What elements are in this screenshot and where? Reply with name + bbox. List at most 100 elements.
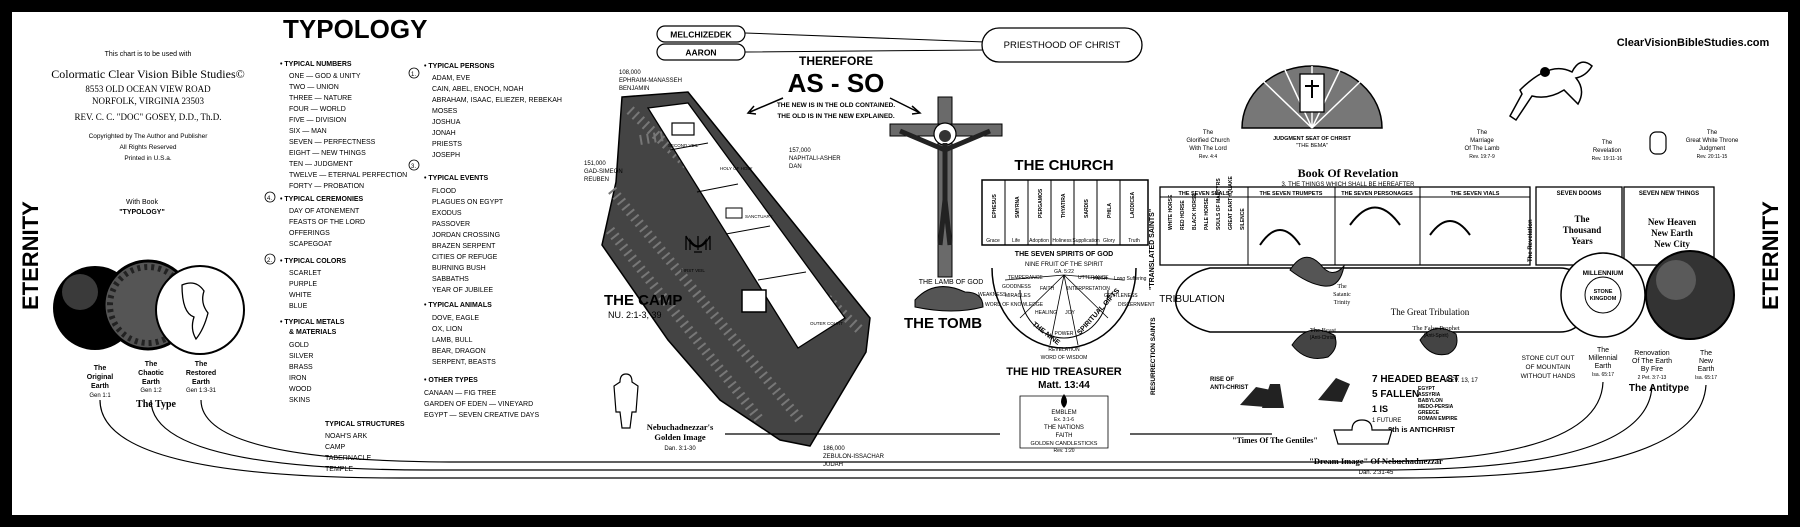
camp-north-count: 108,000 <box>619 70 641 76</box>
is-label: 1 IS <box>1372 404 1388 414</box>
events-item: EXODUS <box>432 210 462 217</box>
arc-restored-to-millennial <box>200 381 1604 463</box>
camp-north-tribes: EPHRAIM-MANASSEH <box>619 78 682 84</box>
publisher-address2: NORFOLK, VIRGINIA 23503 <box>92 96 205 106</box>
white-throne-label: The <box>1707 130 1718 136</box>
events-item: PLAGUES ON EGYPT <box>432 199 504 206</box>
church-name: SMYRNA <box>1015 196 1021 218</box>
tomb-label: THE TOMB <box>904 315 982 332</box>
dream-image-label: "Dream Image" Of Nebuchadnezzar <box>1309 456 1443 466</box>
holy-of-holy-label: HOLY OF HOLY <box>720 166 753 171</box>
marriage-ref: Rev. 19:7-9 <box>1469 154 1495 160</box>
rider-drawing <box>1509 61 1593 122</box>
church-name: PHILA <box>1107 203 1113 218</box>
judgment-seat: JUDGMENT SEAT OF CHRIST "THE BEMA" <box>1241 65 1383 149</box>
fruit-ref: GA. 5:22 <box>1054 269 1074 275</box>
church-name: THYATIRA <box>1061 193 1067 218</box>
gentiles-label: "Times Of The Gentiles" <box>1232 436 1318 445</box>
eternity-left: ETERNITY <box>18 201 43 310</box>
numbers-heading: • TYPICAL NUMBERS <box>280 61 352 68</box>
website-label: ClearVisionBibleStudies.com <box>1617 37 1770 49</box>
candlestick-frame <box>1019 395 1109 449</box>
millennial-earth-label: Millennial <box>1588 355 1618 362</box>
seal-item: GREAT EARTHQUAKE <box>1228 176 1234 230</box>
second-veil-label: SECOND VEIL <box>668 143 699 148</box>
empire-item: ASSYRIA <box>1418 392 1441 398</box>
camp-ref: NU. 2:1-3, 39 <box>608 310 662 320</box>
renovation-ref: 2 Pet. 3:7-13 <box>1638 375 1667 381</box>
arc-chaotic-to-renovation <box>150 384 1653 471</box>
spirit-word: DISCERNMENT <box>1118 302 1155 308</box>
right-words: UTTERANCE FAITH Long Suffering GENTLENES… <box>1067 275 1155 308</box>
events-marker-circle <box>408 159 420 171</box>
headed-beast-label: 7 HEADED BEAST <box>1372 374 1459 385</box>
animals-item: BEAR, DRAGON <box>432 348 486 355</box>
spirit-word: UTTERANCE <box>1078 275 1109 281</box>
millennial-earth-label: The <box>1597 347 1609 354</box>
stone-cut-label: WITHOUT HANDS <box>1521 373 1576 380</box>
structures-item: CAMP <box>325 444 346 451</box>
numbers-item: ONE — GOD & UNITY <box>289 73 361 80</box>
melchizedek-label: MELCHIZEDEK <box>670 30 732 40</box>
dream-image-ref: Dan. 2:31-45 <box>1359 470 1394 476</box>
other-item: GARDEN OF EDEN — VINEYARD <box>424 401 533 408</box>
colors-item: SCARLET <box>289 270 322 277</box>
headed-beast-ref: REV. 13, 17 <box>1446 378 1478 384</box>
spirit-word: FAITH <box>1093 276 1108 282</box>
persons-item: CAIN, ABEL, ENOCH, NOAH <box>432 86 523 93</box>
glorified-church-label: With The Lord <box>1189 146 1227 152</box>
chaotic-earth-ref: Gen 1:2 <box>140 388 162 394</box>
ceremonies-heading: • TYPICAL CEREMONIES <box>280 196 364 203</box>
as-so-arrows <box>746 97 922 115</box>
spirit-word: FAITH <box>1040 286 1055 292</box>
lamb-of-god-label: THE LAMB OF GOD <box>919 279 984 286</box>
seal-item: BLACK HORSE <box>1192 193 1198 230</box>
thousand-label-2: Thousand <box>1563 225 1602 235</box>
metals-heading-2: & MATERIALS <box>289 329 337 336</box>
antitype-caption: The Antitype <box>1629 383 1690 394</box>
spirit-word: INTERPRETATION <box>1067 286 1110 292</box>
golden-image-label-2: Golden Image <box>654 432 705 442</box>
spirit-word: WEAKNESS <box>978 292 1007 298</box>
ceremonies-item: SCAPEGOAT <box>289 241 333 248</box>
faith-label: FAITH <box>1055 433 1072 439</box>
first-veil-label: FIRST VEIL <box>681 268 705 273</box>
resurrection-saints-label: RESURRECTION SAINTS <box>1150 317 1157 395</box>
beasts-row: The Beast (Anti-Christ) The False Prophe… <box>1210 325 1460 408</box>
camp-east-tribe-3: DAN <box>789 164 802 170</box>
new-earth-label: Earth <box>1698 366 1715 373</box>
beast-label: The Beast <box>1310 327 1336 334</box>
numbers-item: FORTY — PROBATION <box>289 183 364 190</box>
new-earth-label: New <box>1699 358 1714 365</box>
gift-word: Adoption <box>1029 238 1049 244</box>
publisher-printed: Printed in U.S.a. <box>124 155 172 162</box>
animals-item: OX, LION <box>432 326 462 333</box>
seal-item: WHITE HORSE <box>1168 194 1174 230</box>
restored-earth-label-1: The <box>195 361 208 368</box>
marriage-label: Marriage <box>1470 138 1494 144</box>
church-diagram: THE CHURCH EPHESUS SMYRNA PERGAMOS THYAT… <box>978 157 1157 454</box>
church-name: LAODICEA <box>1130 192 1136 219</box>
candlestick-flame <box>1061 394 1067 408</box>
other-item: CANAAN — FIG TREE <box>424 390 497 397</box>
satanic-trinity-3: Trinity <box>1334 300 1350 306</box>
other-heading: • OTHER TYPES <box>424 377 478 384</box>
tribulation-label: TRIBULATION <box>1159 294 1224 305</box>
colors-item: WHITE <box>289 292 312 299</box>
rise-of-antichrist-2: ANTI-CHRIST <box>1210 385 1249 391</box>
restored-earth-label-2: Restored <box>186 370 216 377</box>
renovation-label: Of The Earth <box>1632 358 1672 365</box>
camp-diagram: HOLY OF HOLY SANCTUARY SECOND VEIL FIRST… <box>601 91 871 447</box>
camp-tribes-terrain <box>601 91 871 447</box>
dream-image-statue <box>1333 419 1393 445</box>
menorah-icon <box>685 235 711 253</box>
publisher-author: REV. C. C. "DOC" GOSEY, D.D., Th.D. <box>74 112 221 122</box>
spirit-word: WORD OF WISDOM <box>1041 355 1088 361</box>
events-item: BRAZEN SERPENT <box>432 243 496 250</box>
spirit-word: HEALING <box>1035 310 1057 316</box>
ceremonies-marker-circle <box>264 191 276 203</box>
spirit-word: GENTLENESS <box>1104 293 1138 299</box>
numbers-item: THREE — NATURE <box>289 95 352 102</box>
false-prophet-label: The False Prophet <box>1412 325 1459 332</box>
rider-head <box>1540 67 1550 77</box>
